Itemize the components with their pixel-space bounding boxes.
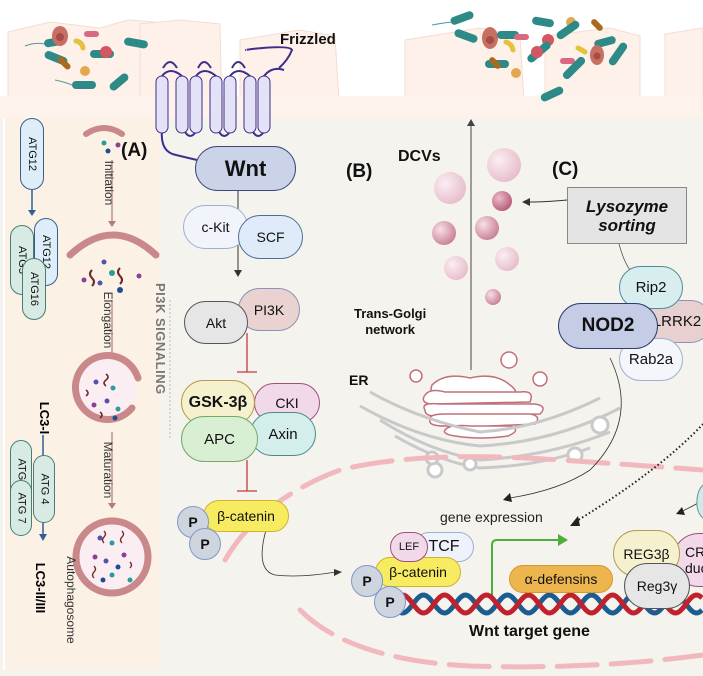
phospho-group: P [189, 528, 221, 560]
atg12-node: ATG12 [20, 118, 44, 190]
beta-catenin-cytoplasmic: β-catenin [203, 500, 289, 532]
pi3k-node: PI3K [238, 288, 300, 331]
panel-label-b: (B) [346, 161, 373, 182]
apical-membrane [0, 96, 703, 120]
phagophore-initiation [83, 125, 125, 137]
gene-expression-label: gene expression [440, 509, 543, 525]
endoplasmic-reticulum [359, 390, 621, 479]
alpha-defensins-node: α-defensins [509, 565, 613, 593]
nod2-node: NOD2 [558, 303, 658, 349]
microbiota-right [431, 11, 628, 102]
lc3-ii-label: LC3-II/III [33, 562, 48, 614]
wnt-node: Wnt [195, 146, 296, 191]
beta-catenin-nuclear: β-catenin [375, 557, 461, 587]
frizzled-label: Frizzled [280, 31, 336, 48]
lysozyme-sorting-box: Lysozyme sorting [567, 187, 687, 244]
atg16-node: ATG16 [22, 258, 46, 320]
scf-node: SCF [238, 215, 303, 259]
microbiota-left [24, 26, 148, 91]
panel-label-a: (A) [121, 140, 148, 161]
panel-label-c: (C) [552, 159, 579, 180]
akt-node: Akt [184, 301, 248, 344]
stage-maturation: Maturation [101, 441, 115, 499]
pi3k-signaling-label: PI3K SIGNALING [153, 283, 168, 395]
stage-elongation: Elongation [101, 291, 115, 349]
trans-golgi-label: Trans-Golgi network [354, 306, 427, 337]
reg3g-node: Reg3γ [624, 563, 690, 609]
dcvs-label: DCVs [398, 148, 441, 165]
transcription-arrow [491, 539, 560, 598]
axin-node: Axin [250, 412, 316, 456]
lef-node: LEF [390, 532, 428, 562]
wnt-target-gene-label: Wnt target gene [469, 623, 590, 640]
epithelial-cell-outline [664, 27, 703, 119]
phospho-group-nuclear: P [374, 586, 406, 618]
autophagosome [72, 517, 152, 597]
lc3-i-label: LC3-I [37, 401, 52, 435]
apc-node: APC [181, 416, 258, 462]
atg4-node: ATG 4 [33, 455, 55, 523]
phagophore-maturation [71, 352, 142, 423]
catenin-translocation-arrow [261, 529, 337, 577]
nuclear-envelope-bottom [297, 607, 703, 670]
ckit-node: c-Kit [183, 205, 248, 249]
dense-core-vesicles [432, 148, 521, 305]
stage-autophagosome: Autophagosome [64, 556, 78, 644]
phagophore-elongation [66, 231, 160, 259]
stage-initiation: Initiation [102, 160, 116, 206]
frizzled-receptor [155, 46, 294, 161]
autophagy-diagram [28, 125, 160, 597]
dna-strand-blue [389, 592, 703, 616]
atg7-node: ATG 7 [10, 480, 32, 536]
er-label: ER [349, 372, 369, 388]
